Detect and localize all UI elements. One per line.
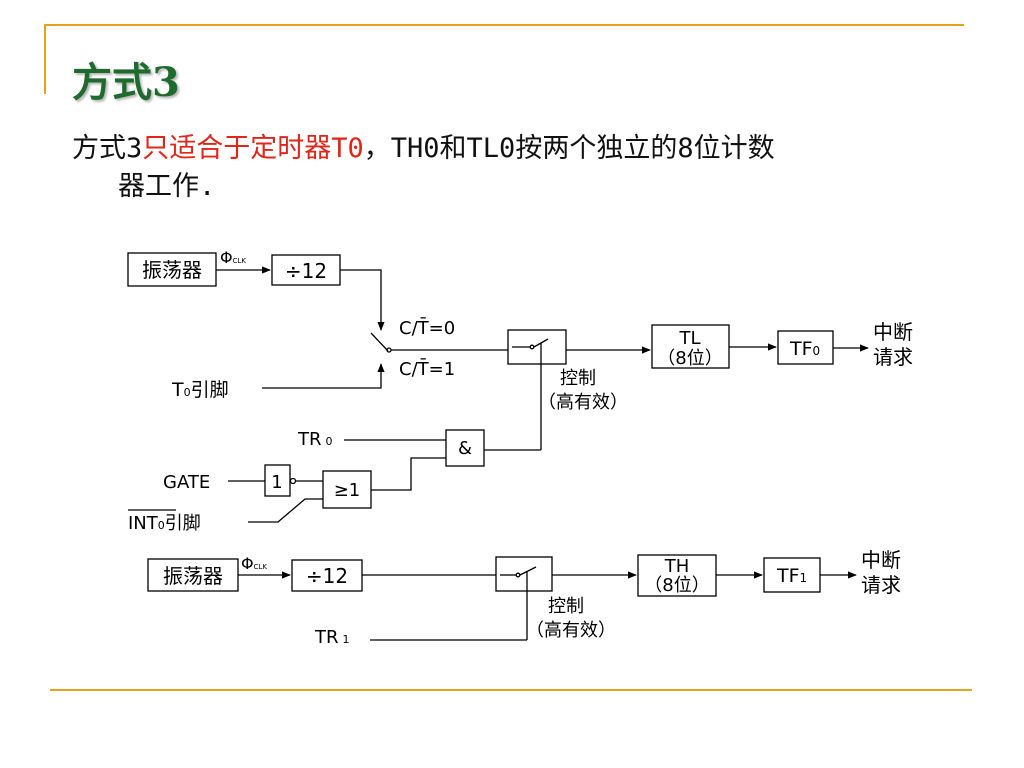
left-divider	[44, 24, 46, 94]
th-label: TH	[664, 556, 690, 577]
not-gate-bubble	[289, 477, 297, 485]
control-switch-contact-top	[529, 344, 535, 350]
wire-or-and	[371, 457, 446, 491]
divider-label-bottom: ÷12	[306, 564, 348, 588]
wire-div-switch-top	[340, 269, 385, 331]
body-text-part-1: 方式3	[72, 133, 143, 164]
not-gate-label: 1	[271, 472, 282, 493]
body-text-line-2: 器工作.	[118, 171, 216, 202]
control-switch-box-bottom	[495, 556, 553, 592]
control-switch-contact-bottom	[515, 572, 521, 578]
control-switch-blade-bottom	[519, 566, 537, 576]
wire-t0-switch	[262, 363, 385, 389]
divider-label-top: ÷12	[285, 259, 327, 283]
th-bits-label: （8位）	[644, 575, 709, 596]
oscillator-label-top: 振荡器	[142, 258, 202, 282]
ct0-label: C/T̄=0	[399, 317, 455, 339]
slide-body: 方式3只适合于定时器T0，TH0和TL0按两个独立的8位计数 器工作.	[72, 130, 942, 206]
interrupt-request-bottom-2: 请求	[861, 573, 901, 597]
tl-label: TL	[678, 328, 700, 349]
interrupt-request-top-1: 中断	[873, 320, 913, 344]
phi-label-bottom: ΦCLK	[241, 554, 267, 573]
top-divider	[44, 24, 964, 26]
and-gate-box	[445, 429, 485, 467]
gate-label: GATE	[163, 472, 210, 493]
ct1-label: C/T̄=1	[399, 358, 455, 380]
phi-label-top: ΦCLK	[220, 248, 246, 267]
tf0-label: TF0	[789, 338, 820, 360]
mode-switch-pivot	[386, 347, 392, 353]
body-text-part-2: ，TH0和TL0按两个独立的8位计数	[363, 133, 775, 164]
bottom-divider	[50, 689, 972, 691]
control-note-top: （高有效）	[538, 392, 628, 413]
or-gate-box	[322, 470, 372, 509]
body-text-highlight: 只适合于定时器T0	[142, 133, 364, 164]
mode-switch-blade	[370, 332, 389, 352]
tl-bits-label: （8位）	[657, 348, 722, 369]
oscillator-label-bottom: 振荡器	[163, 564, 223, 588]
int0-label: INT0引脚	[128, 513, 201, 534]
control-switch-box-top	[507, 329, 567, 365]
slide-title: 方式3	[72, 59, 180, 106]
wire-int0-or	[248, 498, 323, 523]
interrupt-request-bottom-1: 中断	[861, 548, 901, 572]
control-label-top: 控制	[560, 368, 596, 389]
control-note-bottom: （高有效）	[526, 620, 616, 641]
t0-pin-label: T0引脚	[171, 379, 229, 401]
interrupt-request-top-2: 请求	[873, 345, 913, 369]
and-gate-label: &	[458, 438, 472, 459]
or-gate-label: ≥1	[334, 480, 361, 501]
tf1-label: TF1	[776, 565, 807, 587]
control-label-bottom: 控制	[548, 596, 584, 617]
